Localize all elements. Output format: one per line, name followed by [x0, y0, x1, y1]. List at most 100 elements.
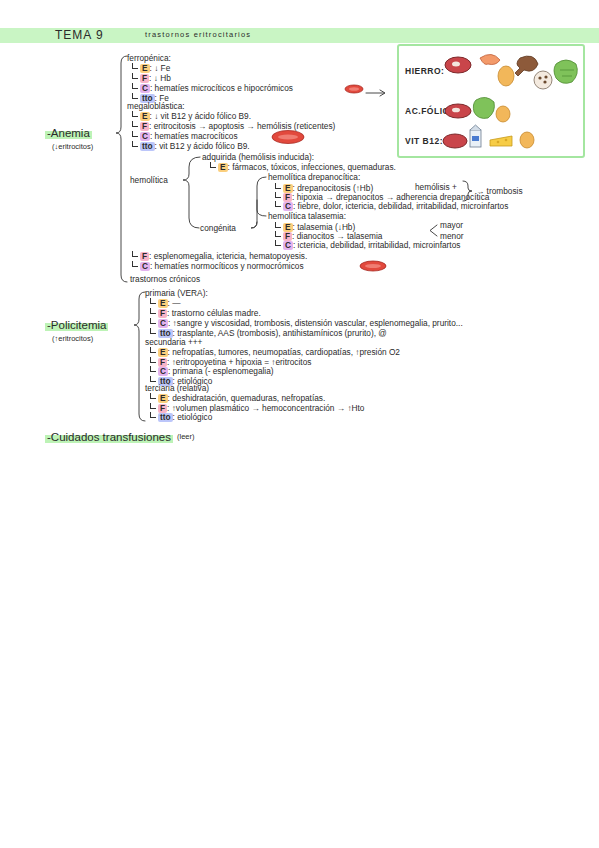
note-text: hemolítica — [130, 175, 168, 185]
note-line: F: ↓ Hb — [132, 73, 171, 83]
note-line: C: primaria (- esplenomegalia) — [150, 366, 274, 376]
note-line: -Anemia — [45, 126, 92, 140]
brace — [183, 157, 200, 228]
clinic-badge: C — [158, 319, 168, 328]
clinic-badge: C — [283, 241, 293, 250]
clinic-badge: C — [140, 262, 150, 271]
note-text: : ictericia, debilidad, irritabilidad, m… — [293, 240, 460, 250]
clinic-badge: C — [140, 84, 150, 93]
physiopathology-badge: F — [140, 252, 149, 261]
note-line: hemólisis + — [415, 182, 457, 192]
note-line: F: ↑eritropoyetina + hipoxia = ↑eritroci… — [150, 357, 311, 367]
note-text: primaria (VERA): — [145, 288, 208, 298]
note-text: secundaria +++ — [145, 337, 202, 347]
note-line: F: trastorno células madre. — [150, 308, 261, 318]
clinic-badge: C — [283, 202, 293, 211]
note-text: : hematíes microcíticos e hipocrómicos — [150, 83, 293, 93]
etiology-badge: E — [158, 394, 168, 403]
note-text: menor — [440, 231, 464, 241]
note-line: -Cuidados transfusiones(leer) — [45, 430, 195, 444]
etiology-badge: E — [158, 299, 168, 308]
note-line: mayor — [440, 220, 463, 230]
physiopathology-badge: F — [140, 122, 149, 131]
note-text: : hematíes normocíticos y normocrómicos — [150, 261, 304, 271]
note-aside: (↓eritrocitos) — [52, 142, 93, 152]
note-text: : primaria (- esplenomegalia) — [168, 366, 274, 376]
brace — [134, 292, 145, 421]
etiology-badge: E — [140, 64, 150, 73]
node-text: VIT B12: — [405, 136, 443, 146]
brace — [116, 56, 127, 282]
note-line: terciaria (relativa) — [145, 383, 209, 393]
physiopathology-badge: F — [140, 74, 149, 83]
note-text: : esplenomegalia, ictericia, hematopoyes… — [149, 251, 307, 261]
treatment-badge: tto — [158, 413, 173, 422]
note-text: : fármacos, tóxicos, infecciones, quemad… — [228, 162, 396, 172]
note-text: : hipoxia → drepanocitos → adherencia dr… — [292, 192, 489, 202]
note-text: : — — [168, 298, 181, 308]
note-line: F: eritrocitosis → apoptosis → hemólisis… — [132, 121, 335, 131]
treatment-badge: tto — [158, 329, 173, 338]
note-text: hemólisis + — [415, 182, 457, 192]
note-line: megaloblástica: — [127, 101, 185, 111]
note-line: hemolítica talasemia: — [268, 211, 346, 221]
note-text: ferropénica: — [127, 53, 171, 63]
section-heading: -Policitemia — [45, 318, 108, 332]
hook-arrow — [132, 121, 138, 127]
hook-arrow — [132, 141, 138, 147]
hook-arrow — [150, 393, 156, 399]
hook-arrow — [132, 93, 138, 99]
hook-arrow — [132, 73, 138, 79]
hook-arrow — [150, 298, 156, 304]
note-line: E: drepanocitosis (↑Hb) — [275, 183, 373, 193]
hook-arrow — [275, 201, 281, 207]
hook-arrow — [150, 376, 156, 382]
note-text: megaloblástica: — [127, 101, 185, 111]
note-text: : ↓ vit B12 y ácido fólico B9. — [150, 111, 251, 121]
note-text: hemolítica talasemia: — [268, 211, 346, 221]
physiopathology-badge: F — [158, 404, 167, 413]
hook-arrow — [150, 328, 156, 334]
node-text: TEMA 9 — [55, 28, 104, 42]
note-text: : ↑volumen plasmático → hemoconcentració… — [167, 403, 364, 413]
note-line: C: hematíes microcíticos e hipocrómicos — [132, 83, 293, 93]
section-heading: -Anemia — [45, 126, 92, 140]
note-line: C: ictericia, debilidad, irritabilidad, … — [275, 240, 460, 250]
note-line: E: ↓ vit B12 y ácido fólico B9. — [132, 111, 251, 121]
note-line: menor — [440, 231, 464, 241]
note-text: : trastorno células madre. — [167, 308, 261, 318]
etiology-badge: E — [283, 223, 293, 232]
note-line: F: ↑volumen plasmático → hemoconcentraci… — [150, 403, 364, 413]
node-text: HIERRO: — [405, 66, 444, 76]
note-line: C: hematíes macrocíticos — [132, 131, 238, 141]
hook-arrow — [275, 240, 281, 246]
note-text: : eritrocitosis → apoptosis → hemólisis … — [149, 121, 335, 131]
title-band: TEMA 9trastornos eritrocitarios — [0, 28, 599, 43]
note-text: trastornos crónicos — [130, 274, 200, 284]
note-line: E: — — [150, 298, 180, 308]
leader-arrow — [366, 93, 384, 94]
physiopathology-badge: F — [283, 193, 292, 202]
note-line: primaria (VERA): — [145, 288, 208, 298]
hook-arrow — [150, 403, 156, 409]
note-text: : ↓ Fe — [150, 63, 171, 73]
etiology-badge: E — [140, 112, 150, 121]
note-text: : deshidratación, quemaduras, nefropatía… — [168, 393, 326, 403]
hook-arrow — [150, 308, 156, 314]
hook-arrow — [150, 412, 156, 418]
note-line: E: ↓ Fe — [132, 63, 170, 73]
note-line: hemolítica — [130, 175, 168, 185]
note-line: tto: vit B12 y ácido fólico B9. — [132, 141, 250, 151]
note-text: : hematíes macrocíticos — [150, 131, 238, 141]
etiology-badge: E — [283, 184, 293, 193]
note-line: tto: trasplante, AAS (trombosis), antihi… — [150, 328, 387, 338]
hook-arrow — [275, 231, 281, 237]
hook-arrow — [275, 222, 281, 228]
note-line: -Policitemia — [45, 318, 108, 332]
note-line: congénita — [200, 223, 236, 233]
hook-arrow — [132, 111, 138, 117]
note-line: F: dianocitos → talasemia — [275, 231, 382, 241]
note-line: E: deshidratación, quemaduras, nefropatí… — [150, 393, 325, 403]
hook-arrow — [275, 183, 281, 189]
note-text: terciaria (relativa) — [145, 383, 209, 393]
